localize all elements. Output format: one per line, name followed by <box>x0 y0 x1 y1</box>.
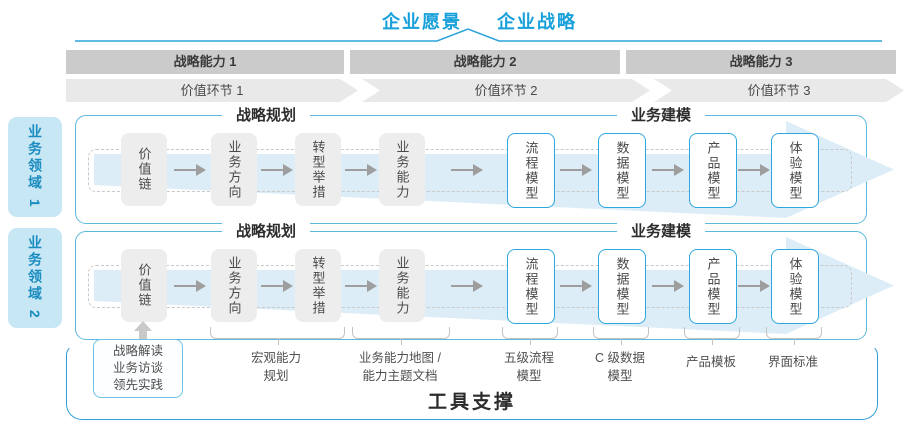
process-box-product-model: 产品模型 <box>689 133 737 208</box>
source-line: 业务访谈 <box>112 360 163 375</box>
callout-line: 规划 <box>263 368 289 383</box>
process-box-process-model: 流程模型 <box>507 249 555 324</box>
capability-bar-3: 战略能力 3 <box>626 50 896 74</box>
flow-arrow-icon <box>261 280 293 292</box>
flow-arrow-icon <box>345 280 377 292</box>
flow-arrow-icon <box>261 164 293 176</box>
domain-label-2-text: 业务领域 2 <box>27 235 43 321</box>
box-label: 业务能力 <box>394 255 410 316</box>
bracket-product-template <box>684 327 740 345</box>
process-box-process-model: 流程模型 <box>507 133 555 208</box>
box-label: 数据模型 <box>614 256 630 317</box>
process-box-transformation: 转型举措 <box>295 249 341 322</box>
callout-data-model: C 级数据 模型 <box>595 350 645 385</box>
value-chevron-2: 价值环节 2 <box>362 79 650 102</box>
bracket-ui-standard <box>766 327 822 345</box>
source-line: 战略解读 <box>112 343 163 358</box>
dashed-track <box>88 149 852 192</box>
domain-label-1: 业务领域 1 <box>8 117 62 217</box>
callout-product-template: 产品模板 <box>686 354 736 372</box>
domain-row-1: 战略规划 业务建模 价值链 业务方向 转型举措 业务能力 流程模型 数据模型 产… <box>75 105 894 224</box>
box-label: 体验模型 <box>787 256 803 317</box>
callout-line: 宏观能力 <box>250 351 302 365</box>
process-box-business-capability: 业务能力 <box>379 249 425 322</box>
callout-line: 能力主题文档 <box>362 368 438 383</box>
box-label: 业务方向 <box>226 139 242 200</box>
process-box-data-model: 数据模型 <box>598 133 646 208</box>
callout-capability-map: 业务能力地图 / 能力主题文档 <box>359 350 441 385</box>
source-line: 领先实践 <box>112 378 163 393</box>
process-box-business-direction: 业务方向 <box>211 249 257 322</box>
callout-process-model: 五级流程 模型 <box>504 350 554 385</box>
process-box-experience-model: 体验模型 <box>771 249 819 324</box>
capability-bar-1: 战略能力 1 <box>66 50 344 74</box>
process-box-experience-model: 体验模型 <box>771 133 819 208</box>
flow-arrow-icon <box>738 280 770 292</box>
callout-line: 模型 <box>607 368 633 383</box>
up-arrow-icon <box>134 321 152 345</box>
vision-pointer-line <box>75 28 882 42</box>
flow-arrow-icon <box>652 164 684 176</box>
process-box-value-chain: 价值链 <box>121 133 167 206</box>
bracket-process-model <box>502 327 558 345</box>
bracket-capability-map <box>352 327 450 345</box>
box-label: 业务能力 <box>394 139 410 200</box>
box-label: 体验模型 <box>787 140 803 201</box>
section-header-modeling: 业务建模 <box>616 221 706 242</box>
box-label: 转型举措 <box>310 255 326 316</box>
bracket-macro-capability <box>210 327 345 345</box>
flow-arrow-icon <box>174 280 206 292</box>
capability-bar-2: 战略能力 2 <box>350 50 620 74</box>
value-chevron-1: 价值环节 1 <box>66 79 358 102</box>
section-header-planning: 战略规划 <box>221 105 311 126</box>
flow-arrow-icon <box>451 164 483 176</box>
flow-arrow-icon <box>345 164 377 176</box>
flow-arrow-icon <box>560 164 592 176</box>
callout-line: 模型 <box>516 368 542 383</box>
tool-support-container: 工具支撑 <box>66 345 878 420</box>
box-label: 产品模型 <box>705 140 721 201</box>
box-label: 流程模型 <box>523 256 539 317</box>
process-box-product-model: 产品模型 <box>689 249 737 324</box>
section-header-planning: 战略规划 <box>221 221 311 242</box>
callout-macro-capability: 宏观能力 规划 <box>251 350 301 385</box>
box-label: 业务方向 <box>226 255 242 316</box>
callout-ui-standard: 界面标准 <box>768 354 818 372</box>
strategy-input-box: 战略解读 业务访谈 领先实践 <box>93 339 183 398</box>
vision-title: 企业愿景 <box>382 12 462 32</box>
box-label: 转型举措 <box>310 139 326 200</box>
process-box-data-model: 数据模型 <box>598 249 646 324</box>
domain-row-2: 战略规划 业务建模 价值链 业务方向 转型举措 业务能力 流程模型 数据模型 产… <box>75 221 894 340</box>
section-header-modeling: 业务建模 <box>616 105 706 126</box>
process-box-business-direction: 业务方向 <box>211 133 257 206</box>
box-label: 价值链 <box>136 147 152 192</box>
box-label: 数据模型 <box>614 140 630 201</box>
flow-arrow-icon <box>174 164 206 176</box>
value-chevron-3: 价值环节 3 <box>654 79 904 102</box>
domain-label-2: 业务领域 2 <box>8 228 62 328</box>
flow-arrow-icon <box>652 280 684 292</box>
flow-arrow-icon <box>738 164 770 176</box>
flow-arrow-icon <box>451 280 483 292</box>
bracket-data-model <box>593 327 649 345</box>
callout-line: 界面标准 <box>767 355 819 369</box>
process-box-value-chain: 价值链 <box>121 249 167 322</box>
box-label: 流程模型 <box>523 140 539 201</box>
dashed-track <box>88 265 852 308</box>
callout-line: 五级流程 <box>503 351 555 365</box>
domain-label-1-text: 业务领域 1 <box>27 124 43 210</box>
box-label: 价值链 <box>136 263 152 308</box>
tool-support-label: 工具支撑 <box>427 392 516 413</box>
strategy-title: 企业战略 <box>497 12 577 32</box>
callout-line: C 级数据 <box>594 351 646 365</box>
process-box-transformation: 转型举措 <box>295 133 341 206</box>
callout-line: 产品模板 <box>685 355 737 369</box>
callout-line: 业务能力地图 / <box>359 351 441 365</box>
process-box-business-capability: 业务能力 <box>379 133 425 206</box>
box-label: 产品模型 <box>705 256 721 317</box>
flow-arrow-icon <box>560 280 592 292</box>
